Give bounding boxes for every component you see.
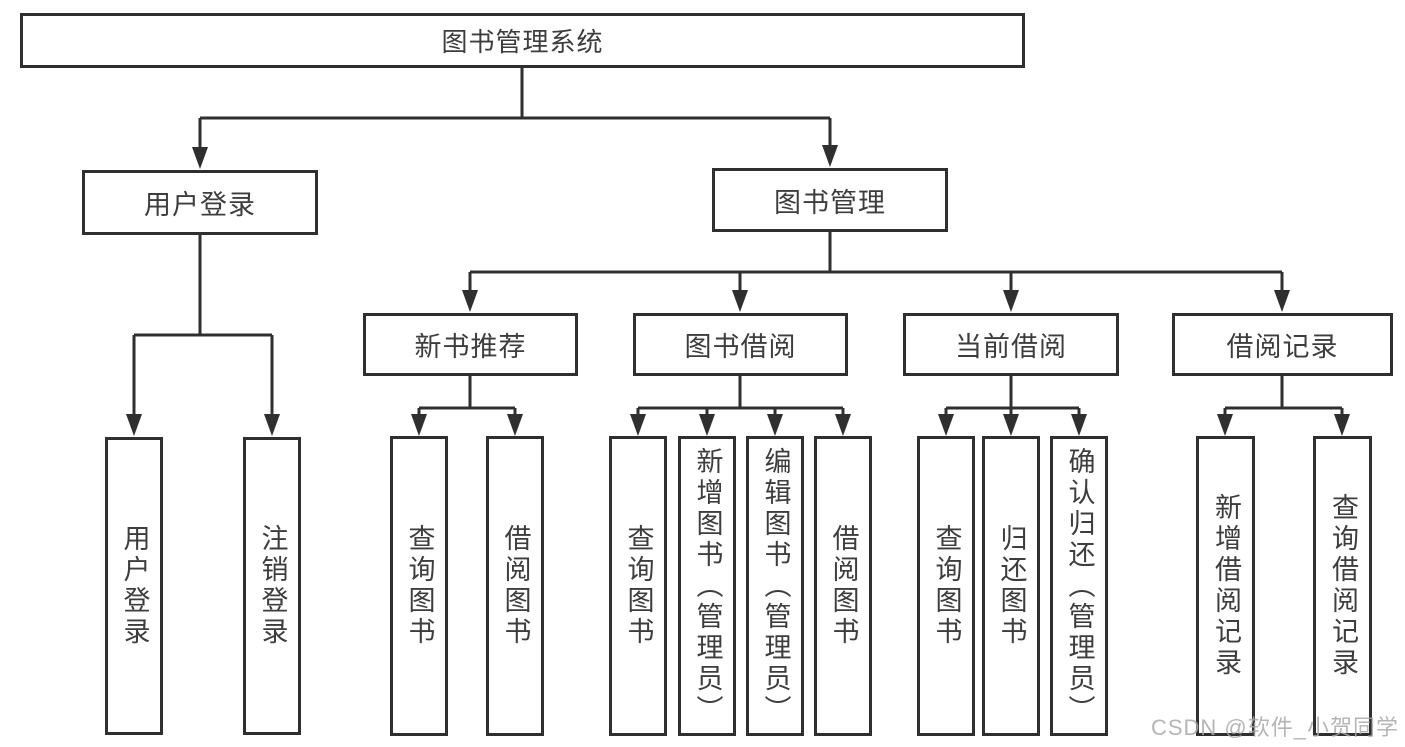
leaf-query-borrow-record-label: 查询借阅记录 [1328,493,1358,679]
leaf-current-query-books-label: 查询图书 [931,524,962,648]
leaf-borrow-query-books-label: 查询图书 [623,524,654,648]
node-root-label: 图书管理系统 [441,27,604,57]
node-borrow-records-label: 借阅记录 [1226,332,1339,362]
leaf-recommend-borrow-books-label: 借阅图书 [500,524,531,648]
node-root: 图书管理系统 [20,13,1025,68]
node-current-borrow: 当前借阅 [903,313,1119,376]
leaf-add-books-admin: 新增图书（管理员） [678,436,736,736]
node-borrow-records: 借阅记录 [1172,313,1393,376]
leaf-recommend-borrow-books: 借阅图书 [486,436,544,736]
leaf-recommend-query-books-label: 查询图书 [404,524,435,648]
leaf-confirm-return-admin-label: 确认归还（管理员） [1064,446,1095,726]
node-book-borrow: 图书借阅 [633,313,848,376]
leaf-confirm-return-admin: 确认归还（管理员） [1050,436,1108,736]
node-book-management-label: 图书管理 [774,187,886,218]
leaf-add-books-admin-label: 新增图书（管理员） [692,446,723,726]
csdn-watermark: CSDN @软件_小贺同学 [1150,715,1399,740]
leaf-add-borrow-record-label: 新增借阅记录 [1211,493,1241,679]
leaf-return-books: 归还图书 [982,436,1040,736]
node-new-book-recommend-label: 新书推荐 [414,332,527,362]
node-book-management: 图书管理 [712,168,948,232]
node-current-borrow-label: 当前借阅 [955,332,1067,362]
leaf-user-login-label: 用户登录 [119,524,150,648]
leaf-borrow-books: 借阅图书 [814,436,872,736]
leaf-current-query-books: 查询图书 [917,436,975,736]
leaf-logout: 注销登录 [243,437,301,735]
leaf-logout-label: 注销登录 [257,524,288,648]
leaf-add-borrow-record: 新增借阅记录 [1196,436,1255,736]
leaf-borrow-books-label: 借阅图书 [828,524,859,648]
leaf-edit-books-admin-label: 编辑图书（管理员） [760,446,791,726]
leaf-user-login: 用户登录 [105,437,163,735]
leaf-borrow-query-books: 查询图书 [609,436,667,736]
node-book-borrow-label: 图书借阅 [684,332,797,362]
leaf-edit-books-admin: 编辑图书（管理员） [746,436,804,736]
node-user-login: 用户登录 [82,170,318,235]
node-user-login-label: 用户登录 [144,190,256,220]
node-new-book-recommend: 新书推荐 [363,313,578,376]
leaf-query-borrow-record: 查询借阅记录 [1313,436,1372,736]
leaf-recommend-query-books: 查询图书 [390,436,448,736]
leaf-return-books-label: 归还图书 [996,524,1027,648]
